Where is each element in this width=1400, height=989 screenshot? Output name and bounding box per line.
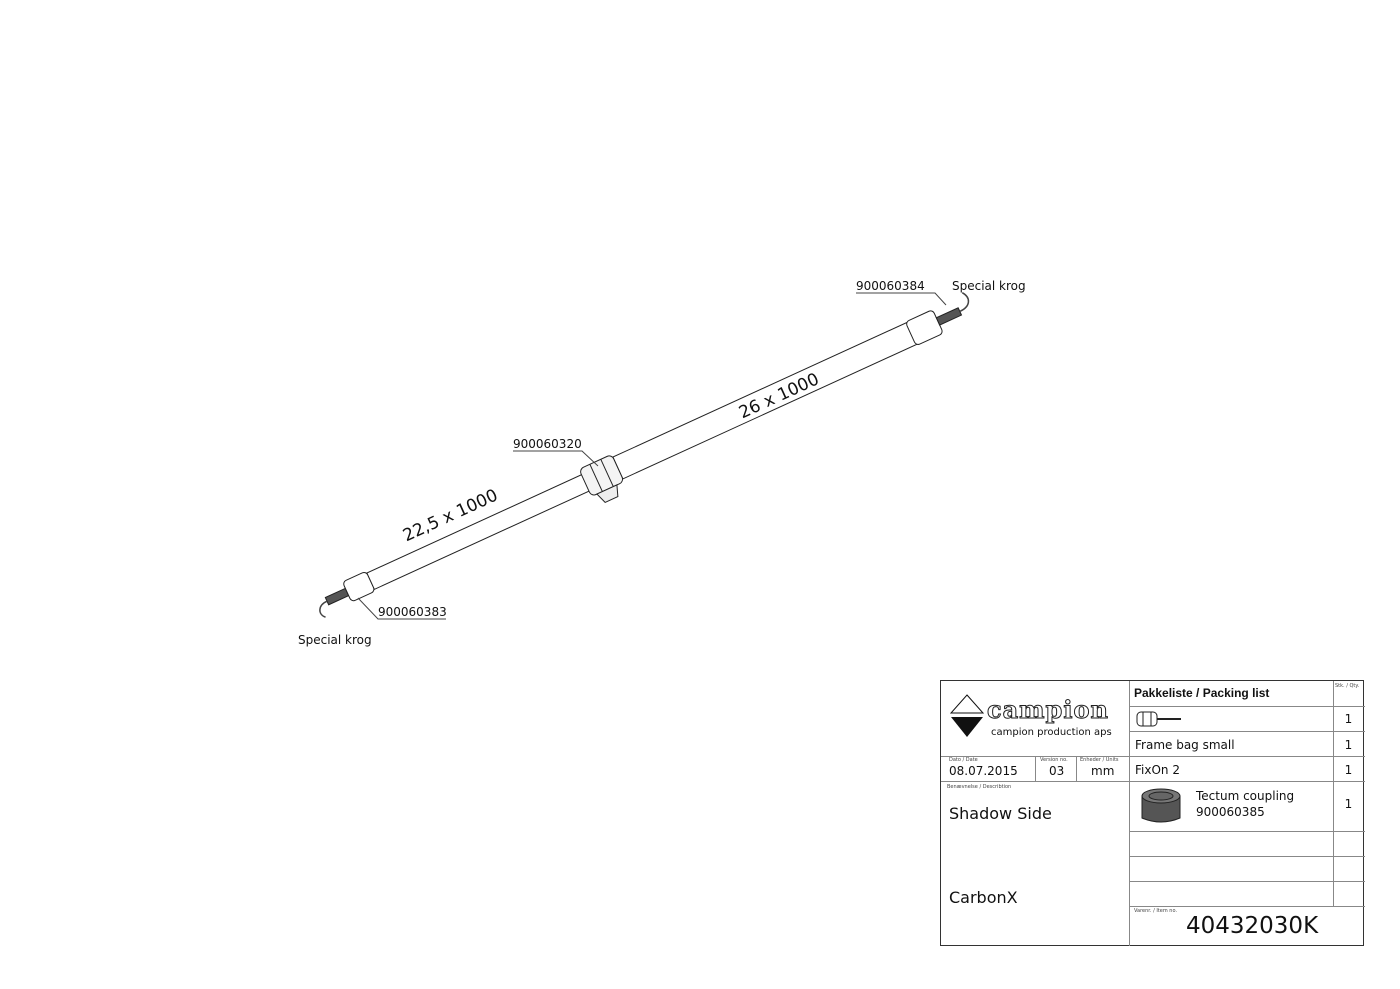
item-name: Frame bag small — [1135, 738, 1235, 752]
date-value: 08.07.2015 — [949, 764, 1018, 778]
pin-tool-icon — [1136, 711, 1181, 727]
coupling — [580, 455, 624, 504]
item-name: Tectum coupling — [1196, 789, 1295, 803]
item-qty: 1 — [1344, 738, 1353, 752]
description-line1: Shadow Side — [949, 804, 1052, 823]
qty-label: Stk. / Qty. — [1335, 683, 1360, 689]
item-qty: 1 — [1344, 797, 1353, 811]
version-value: 03 — [1049, 764, 1065, 778]
version-label: Version no. — [1040, 757, 1068, 763]
leader-top — [856, 292, 947, 306]
campion-logo-icon — [949, 694, 985, 737]
callout-coupling: 900060320 — [513, 437, 582, 451]
leader-bottom — [357, 597, 446, 620]
item-qty: 1 — [1344, 712, 1353, 726]
description-label: Benævnelse / Describtion — [947, 784, 1012, 790]
item-code: 900060385 — [1196, 805, 1265, 819]
units-label: Enheder / Units — [1080, 757, 1119, 763]
item-name: FixOn 2 — [1135, 763, 1180, 777]
item-no-label: Varenr. / Item no. — [1134, 908, 1178, 914]
packing-list-title: Pakkeliste / Packing list — [1134, 686, 1270, 700]
units-value: mm — [1091, 764, 1115, 778]
callout-top-end: 900060384 — [856, 279, 925, 293]
hook-label-bottom: Special krog — [298, 633, 372, 647]
date-label: Dato / Date — [949, 757, 978, 763]
title-block: campion campion production aps Dato / Da… — [940, 680, 1365, 946]
spring-hook-right — [935, 292, 970, 326]
hook-label-top: Special krog — [952, 279, 1026, 293]
item-qty: 1 — [1344, 763, 1353, 777]
description-line2: CarbonX — [949, 888, 1018, 907]
item-no-value: 40432030K — [1186, 913, 1319, 939]
callout-bottom-end: 900060383 — [378, 605, 447, 619]
logo-text: campion — [987, 695, 1109, 725]
company-name: campion production aps — [991, 727, 1112, 738]
leader-coupling — [513, 450, 599, 467]
coupling-icon — [1141, 788, 1181, 823]
